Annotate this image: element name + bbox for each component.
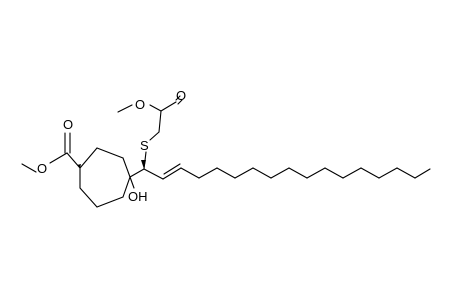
hydroxyl-group: OH — [128, 189, 148, 204]
sulfur-atom: S — [140, 138, 149, 153]
ring-bond — [79, 187, 98, 208]
s-carbon-wedge — [141, 160, 146, 169]
chain-bond — [378, 167, 398, 179]
methoxy-bond — [117, 104, 133, 113]
chain-bond — [342, 167, 362, 179]
ester-bond — [49, 152, 68, 164]
ring-ester-carbonyl-oxygen: O — [63, 117, 73, 132]
ring-bond — [122, 157, 131, 178]
chain-bond — [160, 101, 177, 112]
methoxy-bond — [21, 163, 37, 173]
atom-labels: O O OH S O O — [37, 88, 186, 204]
chain-ester-carbonyl-oxygen: O — [176, 88, 186, 103]
chain-bond — [234, 167, 254, 179]
chain-bond — [414, 168, 431, 179]
ring-bond — [79, 147, 98, 169]
carbonyl-double-bond — [177, 99, 183, 105]
chain-bond — [360, 167, 380, 179]
chain-bond — [149, 131, 160, 141]
chain-bond — [129, 168, 145, 178]
chain-bond — [158, 110, 162, 133]
chain-bond — [216, 167, 236, 179]
chain-bond — [306, 167, 326, 179]
chain-bond — [198, 167, 218, 179]
ring-bond — [96, 147, 124, 159]
chain-bond — [143, 168, 164, 180]
stereo-wedges — [77, 160, 146, 169]
alkene-bond — [162, 167, 182, 180]
alkene-bond — [163, 163, 181, 175]
ester-bond — [149, 104, 162, 112]
chain-bond — [180, 167, 200, 179]
chain-bond — [270, 167, 290, 179]
chain-ester-ether-oxygen: O — [135, 97, 145, 112]
chain-bond — [324, 167, 344, 179]
chain-bond — [288, 167, 308, 179]
bonds — [21, 95, 431, 208]
ring-ester-wedge — [77, 164, 81, 168]
ring-bond — [96, 196, 124, 208]
carbonyl-double-bond — [175, 95, 181, 101]
ring-bond — [122, 176, 131, 198]
chain-bond — [252, 167, 272, 179]
chain-bond — [396, 167, 416, 179]
ring-ester-ether-oxygen: O — [37, 161, 47, 176]
hydroxyl-bond — [129, 176, 135, 189]
